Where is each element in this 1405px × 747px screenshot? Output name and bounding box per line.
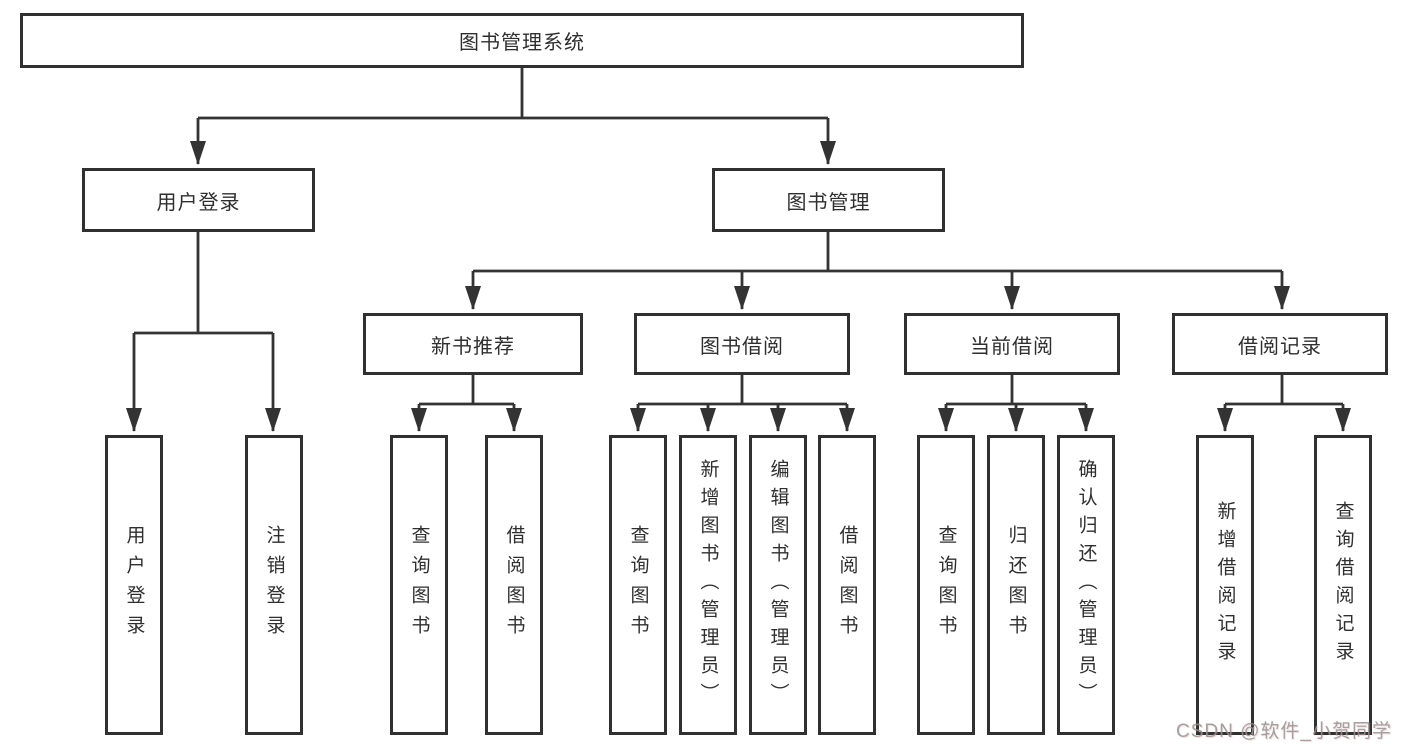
leaf-edit-book-admin: 编辑图书（管理员） <box>749 435 807 735</box>
node-book-management: 图书管理 <box>712 168 945 232</box>
csdn-watermark: CSDN @软件_小贺同学 <box>1176 721 1392 742</box>
leaf-logout-login: 注销登录 <box>245 435 303 735</box>
leaf-query-book-current: 查询图书 <box>917 435 975 735</box>
leaf-query-borrow-record: 查询借阅记录 <box>1314 435 1372 735</box>
node-root-system: 图书管理系统 <box>20 13 1024 68</box>
leaf-borrow-book-recommend: 借阅图书 <box>485 435 543 735</box>
node-current-borrow: 当前借阅 <box>904 313 1120 375</box>
leaf-query-book-recommend: 查询图书 <box>390 435 448 735</box>
node-new-book-recommend: 新书推荐 <box>363 313 583 375</box>
leaf-user-login: 用户登录 <box>105 435 163 735</box>
leaf-add-borrow-record: 新增借阅记录 <box>1196 435 1254 735</box>
leaf-confirm-return-admin: 确认归还（管理员） <box>1057 435 1115 735</box>
node-book-borrow: 图书借阅 <box>634 313 850 375</box>
node-user-login: 用户登录 <box>82 168 315 232</box>
leaf-borrow-book: 借阅图书 <box>818 435 876 735</box>
node-borrow-record: 借阅记录 <box>1172 313 1388 375</box>
leaf-return-book: 归还图书 <box>987 435 1045 735</box>
leaf-add-book-admin: 新增图书（管理员） <box>679 435 737 735</box>
leaf-query-book-borrow: 查询图书 <box>609 435 667 735</box>
